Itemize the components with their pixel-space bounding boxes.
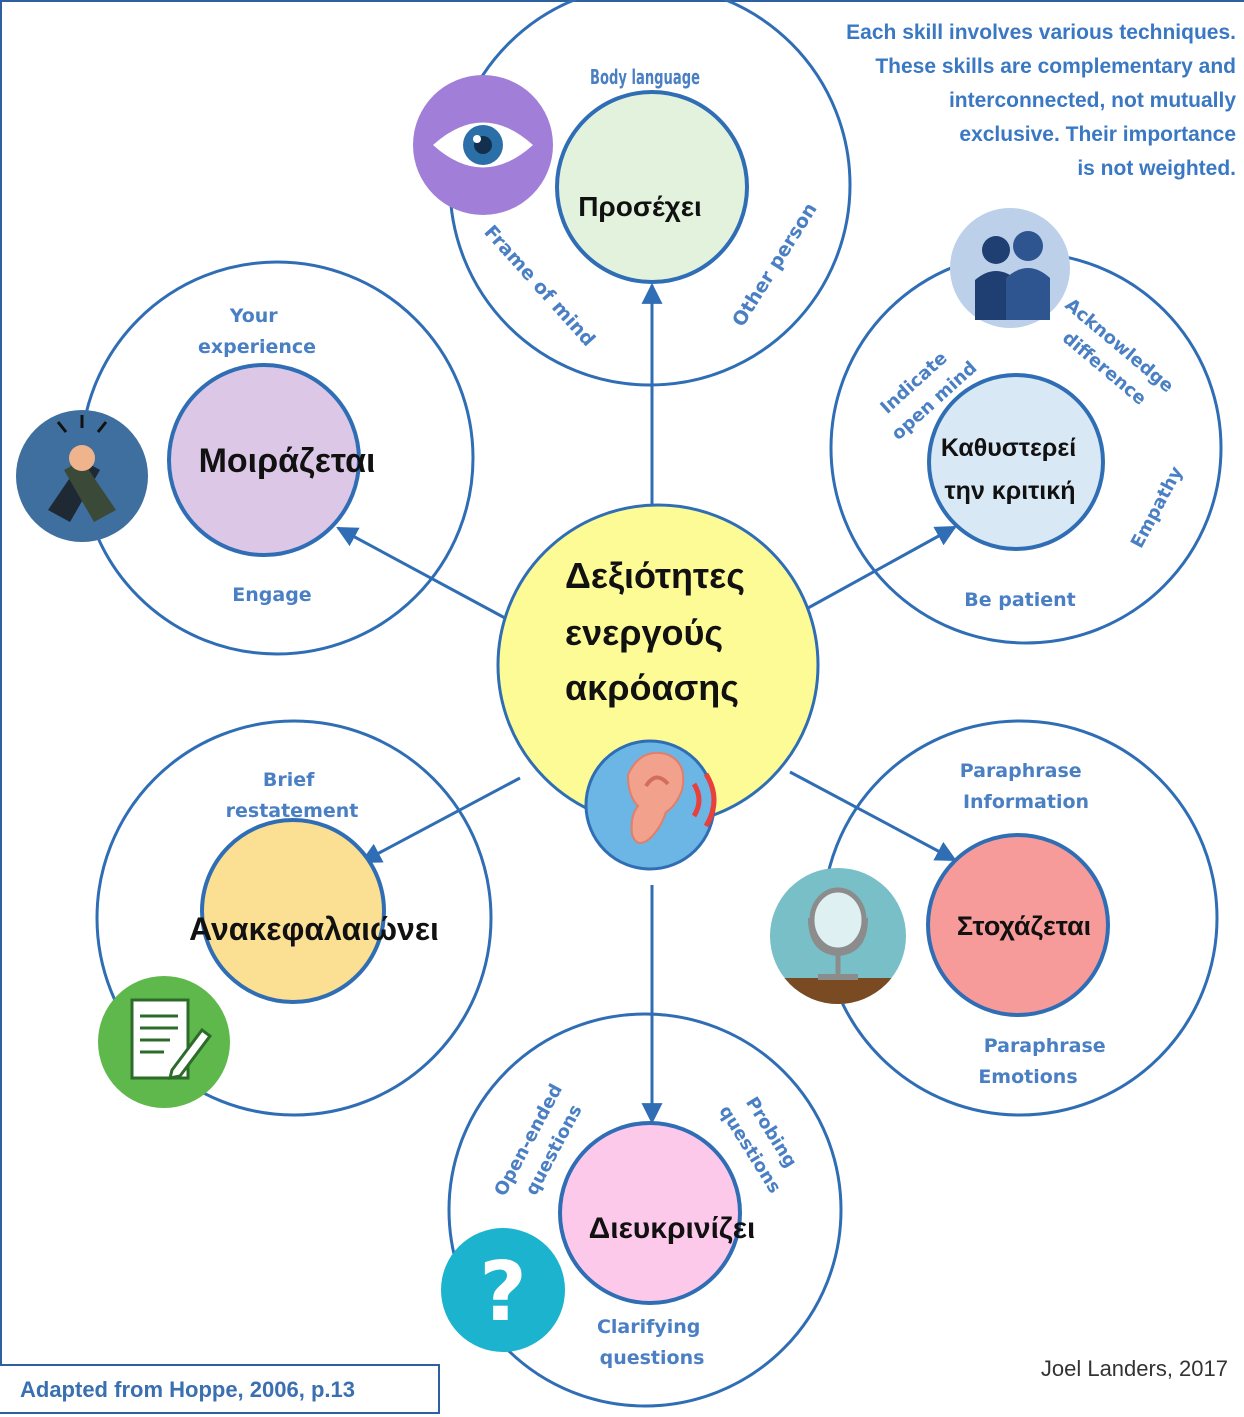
skill-title-share: Μοιράζεται xyxy=(199,442,376,480)
question-icon: ? xyxy=(441,1228,565,1352)
technique-brief-restatement-line1: Brief xyxy=(263,769,315,791)
technique-your-experience-line2: experience xyxy=(198,336,316,358)
technique-your-experience: Your experience xyxy=(198,305,316,358)
skill-title-clarify: Διευκρινίζει xyxy=(589,1212,756,1245)
technique-be-patient: Be patient xyxy=(964,589,1076,611)
skill-clarify: Open-ended questions Probing questions C… xyxy=(441,1012,843,1408)
svg-text:?: ? xyxy=(479,1245,527,1340)
technique-brief-restatement: Brief restatement xyxy=(226,769,359,822)
skill-share: Your experience Engage Μοιράζεται xyxy=(16,260,475,656)
center-title: Δεξιότητες ενεργούς ακρόασης xyxy=(565,555,755,708)
technique-paraphrase-information-line1: Paraphrase xyxy=(960,760,1082,782)
technique-paraphrase-emotions-line1: Paraphrase xyxy=(984,1035,1106,1057)
arrow-to-summarize xyxy=(360,776,521,864)
skill-suspend: Indicate open mind Acknowledge differenc… xyxy=(829,208,1223,645)
technique-body-language: Body language xyxy=(590,65,700,89)
arrow-to-share xyxy=(336,526,506,620)
skill-summarize: Brief restatement Ανακεφαλαιώνει xyxy=(95,719,493,1117)
technique-engage: Engage xyxy=(232,584,311,606)
center-title-line3: ακρόασης xyxy=(565,667,739,708)
ear-icon xyxy=(584,739,717,871)
skill-title-suspend-line1: Καθυστερεί xyxy=(941,434,1076,462)
skill-title-suspend: Καθυστερεί την κριτική xyxy=(941,434,1083,505)
inner-circle-share xyxy=(167,363,361,557)
left-border xyxy=(0,0,2,1364)
technique-paraphrase-information: Paraphrase Information xyxy=(960,760,1089,813)
arrow-to-suspend xyxy=(807,525,957,610)
mirror-icon xyxy=(770,868,906,1004)
outer-ring-summarize xyxy=(95,719,493,1117)
technique-clarifying-questions-line2: questions xyxy=(600,1347,705,1369)
source-citation: Adapted from Hoppe, 2006, p.13 xyxy=(0,1364,440,1414)
center-title-line1: Δεξιότητες xyxy=(565,555,745,596)
technique-paraphrase-information-line2: Information xyxy=(963,791,1089,813)
eye-icon xyxy=(413,75,553,215)
inner-circle-suspend xyxy=(927,373,1105,551)
skill-title-attend: Προσέχει xyxy=(578,191,702,222)
people-icon xyxy=(950,208,1070,328)
author-credit: Joel Landers, 2017 xyxy=(1040,1356,1228,1381)
technique-your-experience-line1: Your xyxy=(229,305,279,327)
skills-note-line4: exclusive. Their importance xyxy=(959,123,1236,146)
center-title-line2: ενεργούς xyxy=(565,612,723,653)
skills-note-line3: interconnected, not mutually xyxy=(948,89,1236,112)
arrow-to-reflect xyxy=(789,770,957,862)
technique-brief-restatement-line2: restatement xyxy=(226,800,359,822)
skill-title-suspend-line2: την κριτική xyxy=(945,477,1076,505)
technique-empathy: Empathy xyxy=(1127,463,1188,552)
handshake-icon xyxy=(16,410,148,542)
inner-circle-attend xyxy=(555,90,749,284)
skills-note-line1: Each skill involves various techniques. xyxy=(846,21,1236,44)
skill-title-reflect: Στοχάζεται xyxy=(957,911,1091,941)
technique-paraphrase-emotions-line2: Emotions xyxy=(978,1066,1077,1088)
skills-note-line5: is not weighted. xyxy=(1077,157,1236,180)
technique-paraphrase-emotions: Paraphrase Emotions xyxy=(978,1035,1112,1088)
skill-title-summarize: Ανακεφαλαιώνει xyxy=(189,911,439,947)
inner-circle-summarize xyxy=(200,818,386,1004)
technique-clarifying-questions-line1: Clarifying xyxy=(597,1316,700,1338)
skill-attend: Body language Frame of mind Other person… xyxy=(413,0,852,387)
inner-circle-reflect xyxy=(926,833,1110,1017)
inner-circle-clarify xyxy=(558,1121,742,1305)
outer-ring-clarify xyxy=(447,1012,843,1408)
notepad-icon xyxy=(98,976,230,1108)
top-border xyxy=(0,0,1244,2)
skills-note: Each skill involves various techniques. … xyxy=(766,16,1236,186)
center-hub: Δεξιότητες ενεργούς ακρόασης xyxy=(496,503,820,871)
connector-arrows xyxy=(336,282,957,1125)
technique-clarifying-questions: Clarifying questions xyxy=(597,1316,707,1369)
skill-reflect: Paraphrase Information Paraphrase Emotio… xyxy=(770,719,1219,1117)
skills-note-line2: These skills are complementary and xyxy=(875,55,1236,78)
